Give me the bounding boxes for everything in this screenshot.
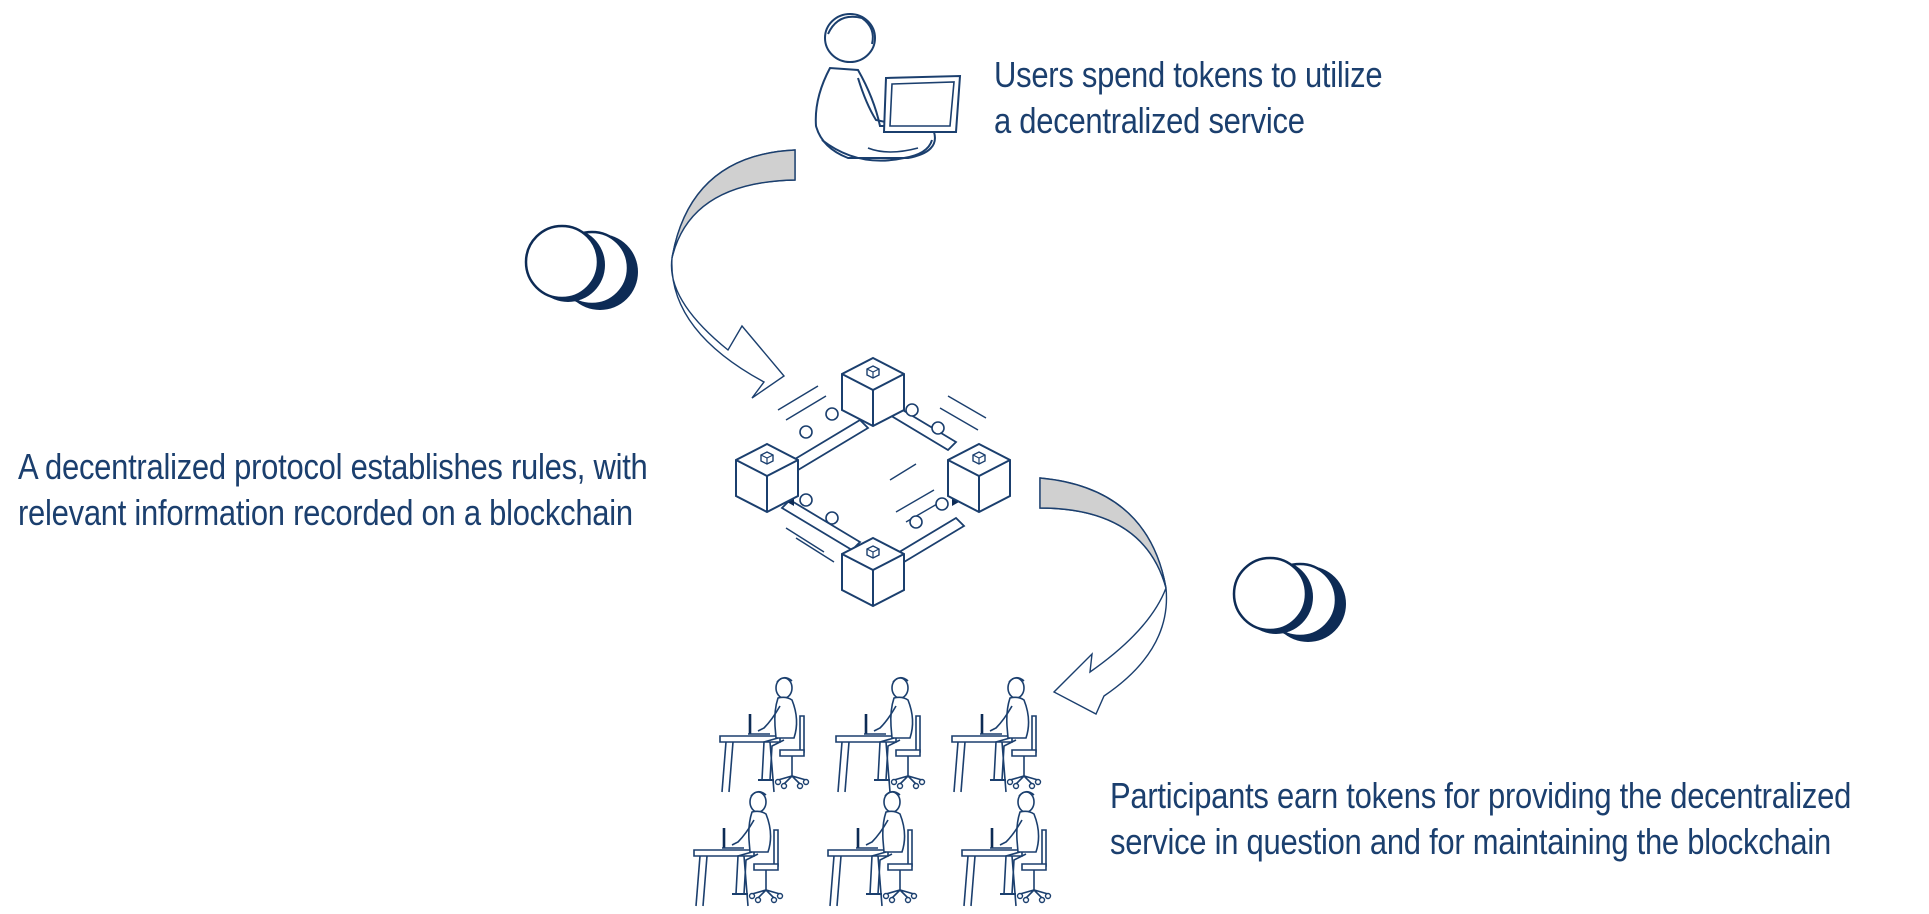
participants-caption: Participants earn tokens for providing t…: [1110, 773, 1851, 865]
person-at-desk-icon: [692, 790, 784, 908]
token-coins-icon: [1232, 556, 1348, 644]
protocol-caption: A decentralized protocol establishes rul…: [18, 444, 648, 536]
protocol-caption-line-1: A decentralized protocol establishes rul…: [18, 446, 648, 487]
person-at-desk-icon: [950, 676, 1042, 794]
users-caption-line-2: a decentralized service: [994, 100, 1305, 141]
users-caption-line-1: Users spend tokens to utilize: [994, 54, 1383, 95]
blockchain-network-icon: [735, 357, 1011, 607]
token-coins-icon: [524, 224, 640, 312]
person-with-laptop-icon: [814, 13, 962, 162]
person-at-desk-icon: [718, 676, 810, 794]
curved-arrow-icon: [670, 149, 796, 399]
users-caption: Users spend tokens to utilize a decentra…: [994, 52, 1383, 144]
person-at-desk-icon: [960, 790, 1052, 908]
protocol-caption-line-2: relevant information recorded on a block…: [18, 492, 633, 533]
curved-arrow-icon: [1039, 477, 1168, 715]
person-at-desk-icon: [826, 790, 918, 908]
person-at-desk-icon: [834, 676, 926, 794]
workers-group: [692, 676, 1052, 908]
participants-caption-line-2: service in question and for maintaining …: [1110, 821, 1831, 862]
participants-caption-line-1: Participants earn tokens for providing t…: [1110, 775, 1852, 816]
